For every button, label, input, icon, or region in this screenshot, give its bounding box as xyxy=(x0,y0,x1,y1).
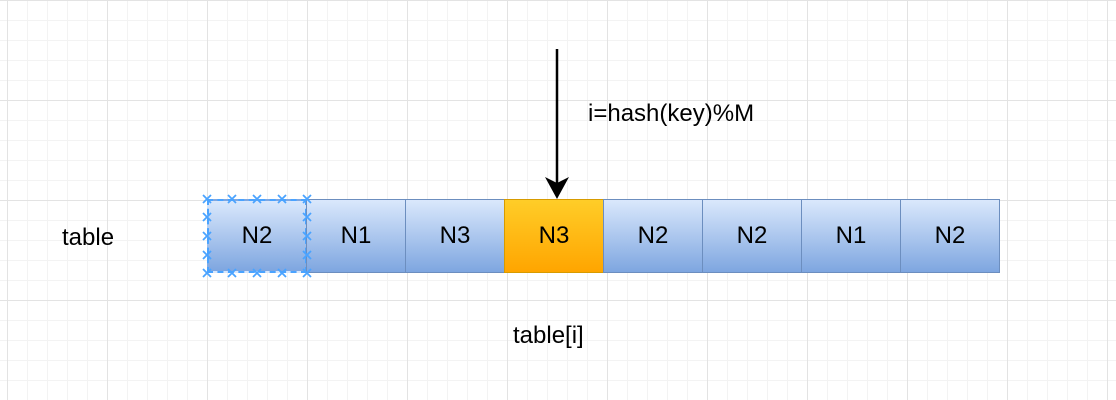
cell-text: N2 xyxy=(934,222,966,249)
cell-text: N2 xyxy=(736,222,768,249)
cell-text: N1 xyxy=(835,222,867,249)
table-cell-6[interactable]: N1 xyxy=(801,199,901,273)
table-cell-3-target[interactable]: N3 xyxy=(504,199,604,273)
cell-text: N3 xyxy=(538,222,570,249)
table-cell-0[interactable]: N2 xyxy=(207,199,307,273)
table-cell-5[interactable]: N2 xyxy=(702,199,802,273)
cell-text: N3 xyxy=(439,222,471,249)
index-arrow-head xyxy=(545,177,569,199)
table-label: table xyxy=(62,224,115,251)
table-index-label: table[i] xyxy=(513,322,584,349)
table-cell-1[interactable]: N1 xyxy=(306,199,406,273)
hash-formula-label: i=hash(key)%M xyxy=(588,100,755,127)
hash-table-array: N2 N1 N3 N3 N2 N2 N1 N2 xyxy=(207,199,1007,273)
table-cell-4[interactable]: N2 xyxy=(603,199,703,273)
table-cell-7[interactable]: N2 xyxy=(900,199,1000,273)
cell-text: N2 xyxy=(241,222,273,249)
table-cell-2[interactable]: N3 xyxy=(405,199,505,273)
cell-text: N2 xyxy=(637,222,669,249)
cell-text: N1 xyxy=(340,222,372,249)
